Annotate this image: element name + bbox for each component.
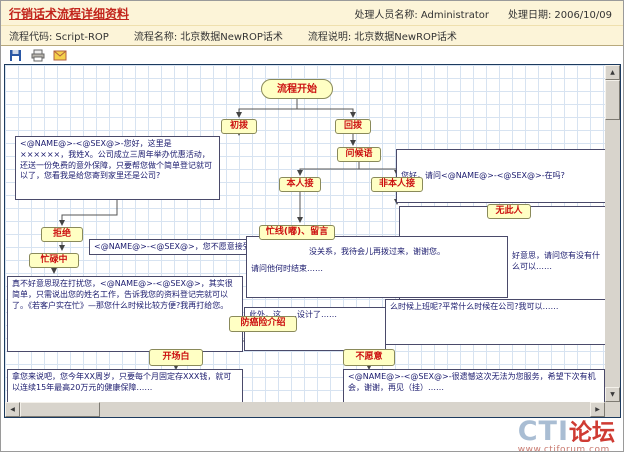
script-box-ask-person[interactable]: 您好，请问<@NAME@>-<@SEX@>-在吗? xyxy=(396,149,605,203)
script-box-reject-reply[interactable]: <@NAME@>-<@SEX@>，您不愿意接受也没关系。 xyxy=(89,239,257,255)
cti-watermark: CTI论坛 www.ctiforum.com xyxy=(517,418,615,452)
scroll-up-icon: ▲ xyxy=(610,69,615,76)
cti-url: www.ctiforum.com xyxy=(517,445,610,452)
scroll-right-icon: ▶ xyxy=(595,406,600,413)
sorry-fragment-text: 好意思，请问您有没有什么可以…… xyxy=(512,251,600,271)
flow-name-field: 流程名称:北京数据NewROP话术 xyxy=(134,28,286,43)
flow-node-self-answer[interactable]: 本人接 xyxy=(279,177,321,192)
flow-node-reject[interactable]: 拒绝 xyxy=(41,227,83,242)
flow-code-label: 流程代码: xyxy=(9,32,53,43)
flow-node-opening[interactable]: 开场白 xyxy=(149,349,203,366)
script-box-design[interactable]: 此外，这……设计了…… xyxy=(244,307,386,351)
flow-name-value: 北京数据NewROP话术 xyxy=(180,32,283,43)
header-bar: 行销话术流程详细资料 处理人员名称:Administrator 处理日期:200… xyxy=(1,1,623,26)
flow-node-busy-line[interactable]: 忙线(嘟)、留言 xyxy=(259,225,335,240)
flow-desc-value: 北京数据NewROP话术 xyxy=(354,32,457,43)
flow-node-unwilling[interactable]: 不愿意 xyxy=(343,349,395,366)
vertical-scrollbar[interactable]: ▲ ▼ xyxy=(605,65,620,402)
flow-node-greeting[interactable]: 问候语 xyxy=(337,147,381,162)
date-label: 处理日期: xyxy=(507,9,552,21)
flow-info-row: 流程代码:Script-ROP 流程名称:北京数据NewROP话术 流程说明:北… xyxy=(1,26,623,46)
scroll-up-button[interactable]: ▲ xyxy=(605,65,620,80)
print-icon xyxy=(31,49,44,61)
flow-canvas-area[interactable]: <@NAME@>-<@SEX@>-您好，这里是××××××，我姓X。公司成立三周… xyxy=(5,65,605,402)
callback-later-text: 没关系，我待会儿再拨过来，谢谢您。 xyxy=(309,247,445,256)
scroll-down-icon: ▼ xyxy=(610,391,615,398)
cti-logo-suffix: 论坛 xyxy=(569,420,615,446)
print-button[interactable] xyxy=(29,47,46,63)
flow-code-field: 流程代码:Script-ROP xyxy=(9,28,112,43)
flow-desc-field: 流程说明:北京数据NewROP话术 xyxy=(308,28,460,43)
flow-desc-label: 流程说明: xyxy=(307,32,352,43)
scroll-right-button[interactable]: ▶ xyxy=(590,402,605,417)
operator-field: 处理人员名称:Administrator xyxy=(354,6,492,21)
scroll-left-icon: ◀ xyxy=(10,406,15,413)
flow-node-first-call[interactable]: 初拨 xyxy=(221,119,257,134)
flow-node-callback[interactable]: 回拨 xyxy=(335,119,371,134)
flow-node-cancer-intro[interactable]: 防癌险介绍 xyxy=(229,316,297,332)
scrollbar-corner xyxy=(605,402,620,417)
scroll-left-button[interactable]: ◀ xyxy=(5,402,20,417)
script-box-opening[interactable]: <@NAME@>-<@SEX@>-您好，这里是××××××，我姓X。公司成立三周… xyxy=(15,136,220,200)
flow-name-label: 流程名称: xyxy=(133,32,178,43)
script-box-busy[interactable]: 真不好意思现在打扰您，<@NAME@>-<@SEX@>，其实很简单，只需说出您的… xyxy=(7,276,243,352)
script-box-example[interactable]: 拿您来说吧，您今年XX周岁，只要每个月固定存XXX钱，就可以连续15年最高20万… xyxy=(7,369,243,402)
cti-logo: CTI论坛 xyxy=(518,418,615,445)
operator-label: 处理人员名称: xyxy=(354,9,418,21)
script-box-schedule[interactable]: 么时候上班呢?平常什么时候在公司?我可以…… xyxy=(385,299,605,345)
flow-node-busy[interactable]: 忙碌中 xyxy=(29,253,79,268)
cti-logo-text: CTI xyxy=(517,416,569,447)
mail-icon xyxy=(53,50,66,60)
toolbar xyxy=(1,46,623,64)
script-box-callback-later[interactable]: 没关系，我待会儿再拨过来，谢谢您。 请问他何时结束…… xyxy=(246,236,508,298)
horizontal-scroll-thumb[interactable] xyxy=(20,402,100,417)
flow-canvas: <@NAME@>-<@SEX@>-您好，这里是××××××，我姓X。公司成立三周… xyxy=(4,64,621,418)
vertical-scroll-thumb[interactable] xyxy=(605,80,620,120)
flow-code-value: Script-ROP xyxy=(55,32,109,43)
flow-node-not-self[interactable]: 非本人接 xyxy=(371,177,423,192)
scroll-down-button[interactable]: ▼ xyxy=(605,387,620,402)
save-button[interactable] xyxy=(7,47,24,63)
save-icon xyxy=(10,49,21,61)
horizontal-scrollbar[interactable]: ◀ ▶ xyxy=(5,402,605,417)
operator-value: Administrator xyxy=(420,9,489,21)
mail-button[interactable] xyxy=(51,47,68,63)
page-title: 行销话术流程详细资料 xyxy=(9,6,130,21)
date-value: 2006/10/09 xyxy=(554,9,612,21)
flow-node-no-such-person[interactable]: 无此人 xyxy=(487,204,531,219)
flow-node-start[interactable]: 流程开始 xyxy=(261,79,333,99)
ask-when-text: 请问他何时结束…… xyxy=(251,263,323,273)
header-meta: 处理人员名称:Administrator 处理日期:2006/10/09 xyxy=(354,6,615,21)
date-field: 处理日期:2006/10/09 xyxy=(508,6,615,21)
script-box-regret[interactable]: <@NAME@>-<@SEX@>-很遗憾这次无法为您服务，希望下次有机会，谢谢，… xyxy=(343,369,605,402)
